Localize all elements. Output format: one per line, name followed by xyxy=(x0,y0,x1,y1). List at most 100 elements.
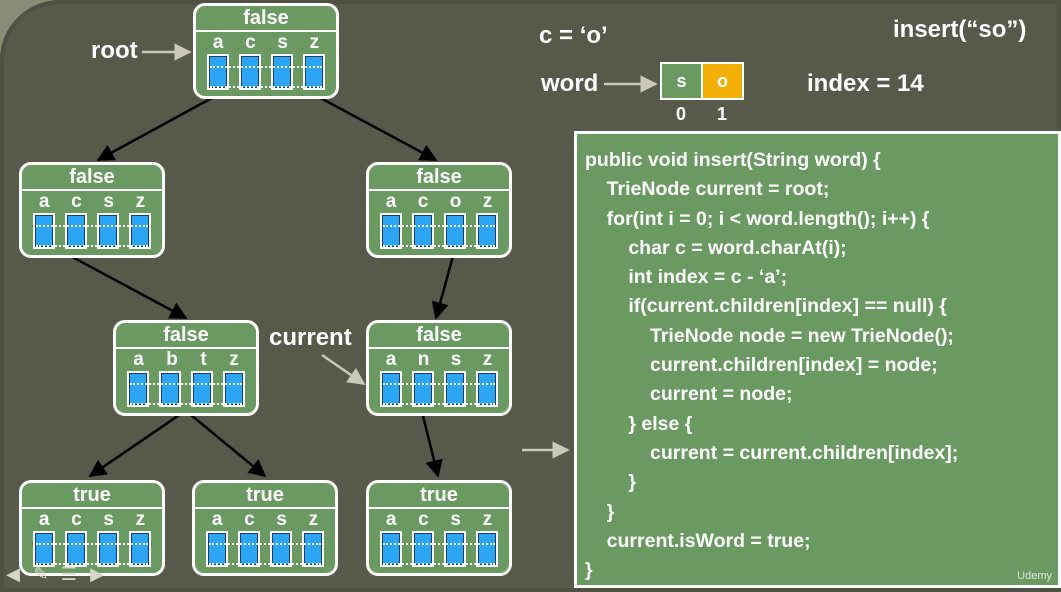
node-flag: true xyxy=(22,483,162,509)
node-letter: s xyxy=(103,191,114,212)
current-label: current xyxy=(269,324,352,351)
child-slot xyxy=(444,213,466,249)
insert-title: insert(“so”) xyxy=(893,16,1027,43)
code-line: } xyxy=(585,500,615,523)
code-line: } xyxy=(585,471,636,494)
node-letter: a xyxy=(211,509,223,530)
node-letter: s xyxy=(276,509,287,530)
child-slot xyxy=(476,213,498,249)
child-slot xyxy=(159,371,181,407)
dotted-divider xyxy=(210,86,322,88)
child-slot xyxy=(33,531,55,567)
node-letter: z xyxy=(229,349,239,370)
dotted-divider xyxy=(383,383,495,385)
code-line: current = current.children[index]; xyxy=(585,441,959,464)
code-line: TrieNode current = root; xyxy=(585,178,830,201)
child-slot xyxy=(444,531,466,567)
node-flag: true xyxy=(195,483,335,509)
child-slot xyxy=(476,371,498,407)
node-letter: a xyxy=(38,509,50,530)
code-line: TrieNode node = new TrieNode(); xyxy=(585,324,954,347)
code-line: public void insert(String word) { xyxy=(585,149,881,171)
dotted-divider xyxy=(130,383,242,385)
dotted-divider xyxy=(383,563,495,565)
word-index-1: 1 xyxy=(717,104,728,124)
node-letter: b xyxy=(166,349,178,370)
node-flag: false xyxy=(196,6,336,32)
node-letter: c xyxy=(71,191,82,212)
node-letter: a xyxy=(385,191,397,212)
node-letter: c xyxy=(244,509,255,530)
trie-node-leaf-2: true a c s z xyxy=(192,480,338,576)
node-flag: false xyxy=(369,323,509,349)
dotted-divider xyxy=(36,563,148,565)
slide-controls: ◀ ✎ ☰ ▶ xyxy=(2,563,108,585)
code-line: for(int i = 0; i < word.length(); i++) { xyxy=(585,207,930,230)
child-slot xyxy=(129,531,151,567)
arrow-right-icon[interactable]: ▶ xyxy=(90,564,104,584)
dotted-divider xyxy=(209,543,321,545)
child-slot xyxy=(380,531,402,567)
dotted-divider xyxy=(383,543,495,545)
node-letter: a xyxy=(133,349,144,370)
current-pointer-arrow xyxy=(321,353,366,386)
word-label: word xyxy=(541,70,599,97)
menu-icon[interactable]: ☰ xyxy=(60,564,78,584)
node-flag: false xyxy=(22,165,162,191)
trie-node-level1-right: false a c o z xyxy=(366,162,512,258)
node-letter: s xyxy=(450,509,461,530)
node-letter: a xyxy=(385,509,397,530)
node-letter: s xyxy=(277,32,288,53)
word-index-0: 0 xyxy=(676,104,687,124)
udemy-watermark: Udemy xyxy=(1017,570,1052,582)
node-letter: z xyxy=(135,191,146,212)
child-slot xyxy=(97,213,119,249)
child-slot xyxy=(238,531,260,567)
root-label: root xyxy=(91,37,138,64)
node-letter: z xyxy=(308,509,319,530)
child-slot xyxy=(380,371,402,407)
pencil-icon[interactable]: ✎ xyxy=(33,564,49,584)
trie-node-level2-left: false a b t z xyxy=(113,320,259,416)
dotted-divider xyxy=(383,245,495,247)
index-variable: index = 14 xyxy=(807,70,924,97)
word-array: s o xyxy=(660,62,744,100)
child-slot xyxy=(129,213,151,249)
node-flag: false xyxy=(369,165,509,191)
dotted-divider xyxy=(130,403,242,405)
child-slot xyxy=(127,371,149,407)
node-letter: a xyxy=(212,32,224,53)
node-letter: z xyxy=(309,32,320,53)
child-slot xyxy=(380,213,402,249)
child-slot xyxy=(412,213,434,249)
child-slot xyxy=(412,371,434,407)
code-line: int index = c - ‘a’; xyxy=(585,266,788,289)
code-panel: public void insert(String word) { TrieNo… xyxy=(574,131,1061,588)
child-slot xyxy=(97,531,119,567)
dotted-divider xyxy=(210,66,322,68)
child-slot xyxy=(191,371,213,407)
arrow-left-icon[interactable]: ◀ xyxy=(6,564,20,584)
child-slot xyxy=(65,213,87,249)
code-line: } xyxy=(585,559,593,582)
node-letter: n xyxy=(417,349,430,370)
child-slot xyxy=(271,54,293,90)
code-line: if(current.children[index] == null) { xyxy=(585,295,947,318)
node-letter: c xyxy=(418,509,429,530)
node-letter: z xyxy=(482,191,493,212)
dotted-divider xyxy=(383,403,495,405)
child-slot xyxy=(239,54,261,90)
node-letter: c xyxy=(245,32,256,53)
trie-node-level1-left: false a c s z xyxy=(19,162,165,258)
word-char-1: o xyxy=(703,64,742,98)
child-slot xyxy=(270,531,292,567)
child-slot xyxy=(412,531,434,567)
node-letter: z xyxy=(135,509,146,530)
code-line: current.isWord = true; xyxy=(585,529,811,552)
trie-node-leaf-1: true a c s z xyxy=(19,480,165,576)
dotted-divider xyxy=(36,543,148,545)
code-line: } else { xyxy=(585,412,693,435)
word-char-0: s xyxy=(662,64,703,98)
node-letter: c xyxy=(71,509,82,530)
node-letter: o xyxy=(449,191,462,212)
